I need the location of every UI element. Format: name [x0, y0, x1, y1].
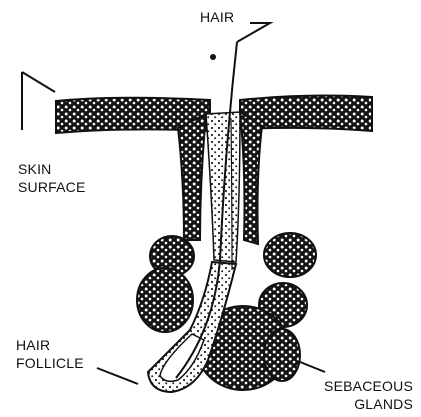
follicle-sheath [206, 112, 240, 262]
sebaceous-glands-label: SEBACEOUS GLANDS [318, 377, 413, 413]
sebaceous-glands-label-line2: GLANDS [318, 395, 413, 413]
hair-follicle-label-line2: FOLLICLE [16, 354, 84, 372]
skin-surface-label-line2: SURFACE [18, 178, 86, 196]
skin-surface-label-line1: SKIN [18, 160, 86, 178]
hair-label-text: HAIR [200, 8, 234, 26]
hair-follicle-label: HAIR FOLLICLE [16, 336, 84, 372]
hair-follicle-label-line1: HAIR [16, 336, 84, 354]
particle-dot [210, 54, 216, 60]
sebaceous-glands-label-line1: SEBACEOUS [318, 377, 413, 395]
hair-label: HAIR [200, 8, 234, 26]
skin-surface-label: SKIN SURFACE [18, 160, 86, 196]
